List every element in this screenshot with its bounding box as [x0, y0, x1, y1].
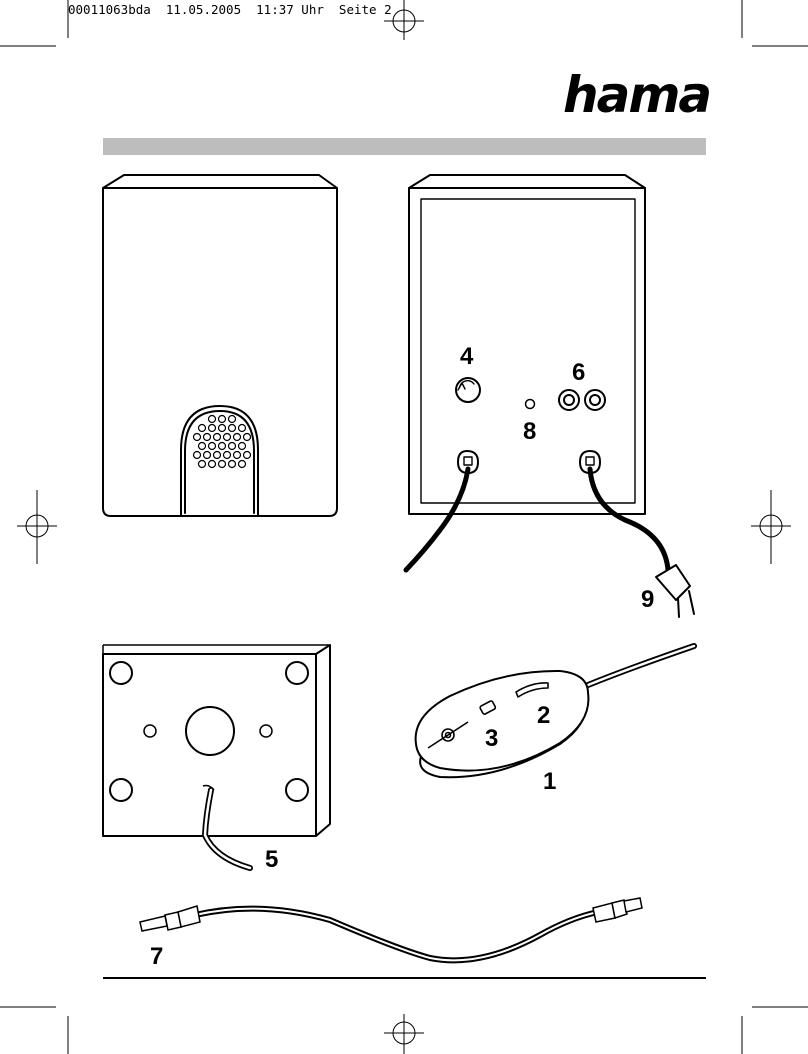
grille-holes — [192, 414, 252, 469]
cable-grommet-left — [457, 450, 479, 474]
power-cable — [587, 466, 671, 573]
label-8: 8 — [523, 418, 537, 445]
brand-logo: hama — [563, 66, 712, 124]
rca-jacks — [558, 389, 606, 411]
registration-mark-right — [751, 490, 791, 564]
led-indicator — [524, 398, 536, 410]
label-2: 2 — [537, 702, 551, 729]
speaker-back — [408, 174, 646, 515]
speaker-cable — [403, 466, 471, 573]
registration-mark-top — [384, 0, 424, 40]
jack-right — [592, 897, 643, 923]
print-header: 00011063bda 11.05.2005 11:37 Uhr Seite 2 — [68, 2, 392, 17]
registration-mark-left — [17, 490, 57, 564]
jack-left — [139, 905, 201, 932]
bottom-rule — [103, 977, 706, 979]
label-5: 5 — [265, 846, 279, 873]
power-plug — [655, 564, 695, 618]
audio-cable — [139, 897, 643, 964]
volume-slider — [515, 682, 549, 698]
registration-mark-bottom — [384, 1014, 424, 1054]
remote-control — [414, 643, 697, 779]
label-9: 9 — [641, 586, 655, 613]
header-bar — [103, 138, 706, 155]
registered-mark: ® — [696, 95, 706, 106]
label-4: 4 — [460, 343, 474, 370]
power-switch — [479, 700, 497, 715]
headphone-groove — [427, 721, 469, 749]
volume-knob — [455, 377, 481, 403]
label-6: 6 — [572, 359, 586, 386]
label-1: 1 — [543, 768, 557, 795]
speaker-front — [102, 174, 338, 517]
cable-grommet-right — [579, 450, 601, 474]
label-3: 3 — [485, 725, 499, 752]
label-7: 7 — [150, 943, 164, 970]
speaker-bottom — [102, 644, 331, 837]
